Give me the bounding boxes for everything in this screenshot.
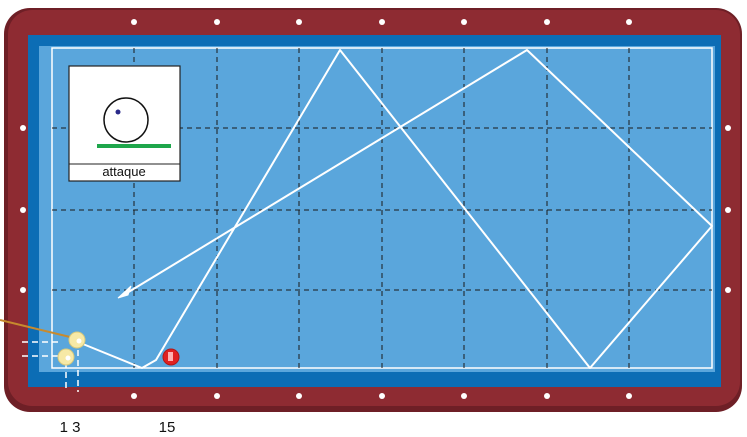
path-arrowhead <box>117 285 132 299</box>
cue-ball-icon <box>103 97 149 143</box>
cue-ball-position-1 <box>68 331 86 349</box>
object-ball-red <box>162 348 180 366</box>
alignment-marks <box>22 341 79 392</box>
inset-label: attaque <box>102 164 145 179</box>
marker-label-left: 1 3 <box>60 419 81 436</box>
ball-path <box>77 49 713 369</box>
rail-diamonds <box>20 19 731 399</box>
marker-label-right: 15 <box>159 419 176 436</box>
contact-point-icon <box>115 109 121 115</box>
cue-ball-position-2 <box>57 348 75 366</box>
cue-stick <box>0 319 71 338</box>
cue-tip-inset: attaque <box>68 65 181 182</box>
